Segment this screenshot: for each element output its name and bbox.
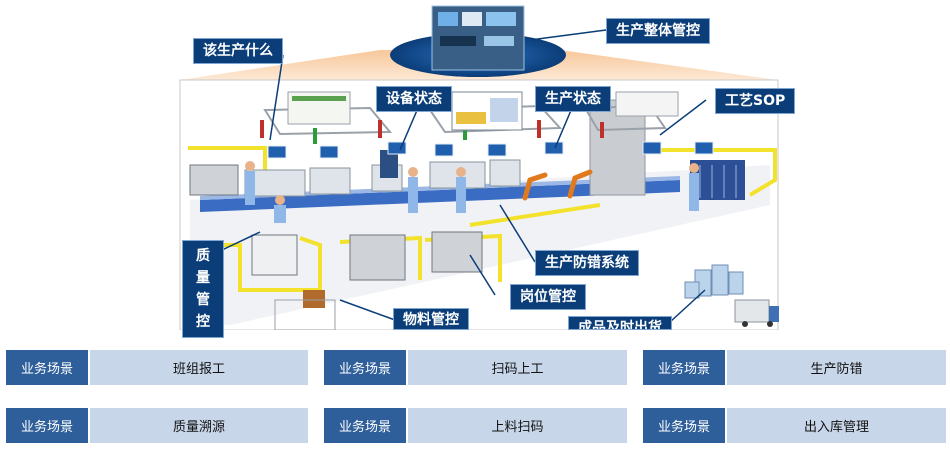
scenario-name: 上料扫码 xyxy=(408,408,627,443)
scenario-tag: 业务场景 xyxy=(643,350,725,385)
callout-production-status: 生产状态 xyxy=(535,86,611,112)
scenario-name: 班组报工 xyxy=(90,350,308,385)
scenario-name: 质量溯源 xyxy=(90,408,308,443)
callout-equipment-status: 设备状态 xyxy=(376,86,452,112)
scenario-row: 业务场景 出入库管理 xyxy=(643,408,946,443)
scenario-row: 业务场景 生产防错 xyxy=(643,350,946,385)
warehouse-buildings xyxy=(684,264,744,299)
pallet-boxes xyxy=(303,290,325,308)
scenario-row: 业务场景 上料扫码 xyxy=(324,408,627,443)
station-monitors xyxy=(267,141,714,159)
factory-illustration xyxy=(179,5,779,330)
scenario-name: 出入库管理 xyxy=(727,408,946,443)
callout-finished-goods-shipping: 成品及时出货 xyxy=(568,316,672,330)
callout-overall-control: 生产整体管控 xyxy=(606,18,710,44)
callout-what-to-produce: 该生产什么 xyxy=(193,38,283,64)
warehouse-rack xyxy=(274,299,336,330)
scenario-row: 业务场景 扫码上工 xyxy=(324,350,627,385)
scenario-name: 生产防错 xyxy=(727,350,946,385)
dashboard-screen-3 xyxy=(615,91,679,117)
scenario-row: 业务场景 质量溯源 xyxy=(6,408,308,443)
robot-arms xyxy=(522,169,593,201)
callout-connectors xyxy=(221,29,707,323)
scenario-name: 扫码上工 xyxy=(408,350,627,385)
scenario-tag: 业务场景 xyxy=(324,350,406,385)
callout-process-sop: 工艺SOP xyxy=(715,88,796,114)
scenario-tag: 业务场景 xyxy=(643,408,725,443)
scenario-row: 业务场景 班组报工 xyxy=(6,350,308,385)
machine-1 xyxy=(380,150,398,178)
callout-post-control: 岗位管控 xyxy=(510,284,586,310)
callout-error-proofing-system: 生产防错系统 xyxy=(535,250,639,276)
callout-material-control: 物料管控 xyxy=(393,308,469,330)
andon-lights xyxy=(260,120,604,144)
scenario-tag: 业务场景 xyxy=(6,350,88,385)
workers xyxy=(245,161,699,223)
delivery-truck xyxy=(734,299,779,327)
material-cages xyxy=(189,164,483,281)
scenario-tag: 业务场景 xyxy=(6,408,88,443)
callout-quality-control: 质量管控 xyxy=(182,240,224,338)
scenario-tag: 业务场景 xyxy=(324,408,406,443)
